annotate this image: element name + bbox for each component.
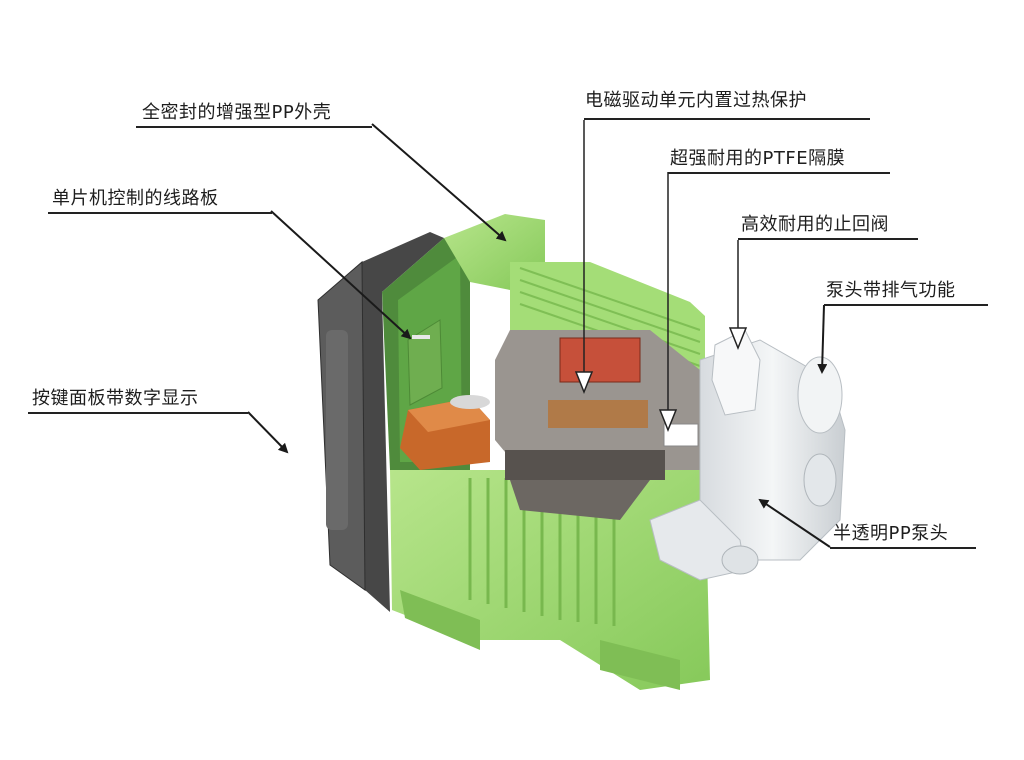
circuit-board bbox=[407, 319, 443, 406]
pump-head bbox=[649, 329, 846, 581]
arrow-thermal-tip bbox=[574, 371, 594, 395]
underline-head bbox=[830, 547, 976, 549]
arrow-keypad bbox=[247, 411, 289, 454]
ptfe-diaphragm bbox=[663, 423, 699, 447]
keypad-panel bbox=[317, 232, 444, 612]
arrow-head bbox=[758, 498, 831, 548]
underline-keypad bbox=[28, 412, 248, 414]
underline-vent bbox=[824, 304, 988, 306]
underline-board bbox=[48, 212, 272, 214]
underline-housing bbox=[136, 126, 372, 128]
callout-ptfe: 超强耐用的PTFE隔膜 bbox=[670, 148, 846, 169]
callout-valve: 高效耐用的止回阀 bbox=[741, 214, 889, 235]
arrow-vent bbox=[817, 304, 828, 374]
arrow-valve-tip bbox=[728, 327, 748, 351]
callout-housing: 全密封的增强型PP外壳 bbox=[142, 102, 332, 123]
underline-thermal bbox=[584, 118, 870, 120]
arrow-ptfe-tip bbox=[658, 409, 678, 433]
capacitor-block bbox=[400, 395, 490, 470]
arrow-housing bbox=[371, 123, 507, 242]
arrow-board bbox=[270, 210, 412, 340]
callout-head: 半透明PP泵头 bbox=[833, 523, 949, 544]
underline-ptfe bbox=[668, 172, 890, 174]
callout-board: 单片机控制的线路板 bbox=[52, 188, 219, 209]
internal-arrows bbox=[574, 120, 748, 433]
callout-keypad: 按键面板带数字显示 bbox=[32, 388, 199, 409]
underline-valve bbox=[738, 238, 918, 240]
callout-vent: 泵头带排气功能 bbox=[826, 280, 956, 301]
drive-unit bbox=[495, 330, 700, 520]
callout-thermal: 电磁驱动单元内置过热保护 bbox=[585, 90, 807, 111]
callout-arrows bbox=[247, 123, 831, 548]
